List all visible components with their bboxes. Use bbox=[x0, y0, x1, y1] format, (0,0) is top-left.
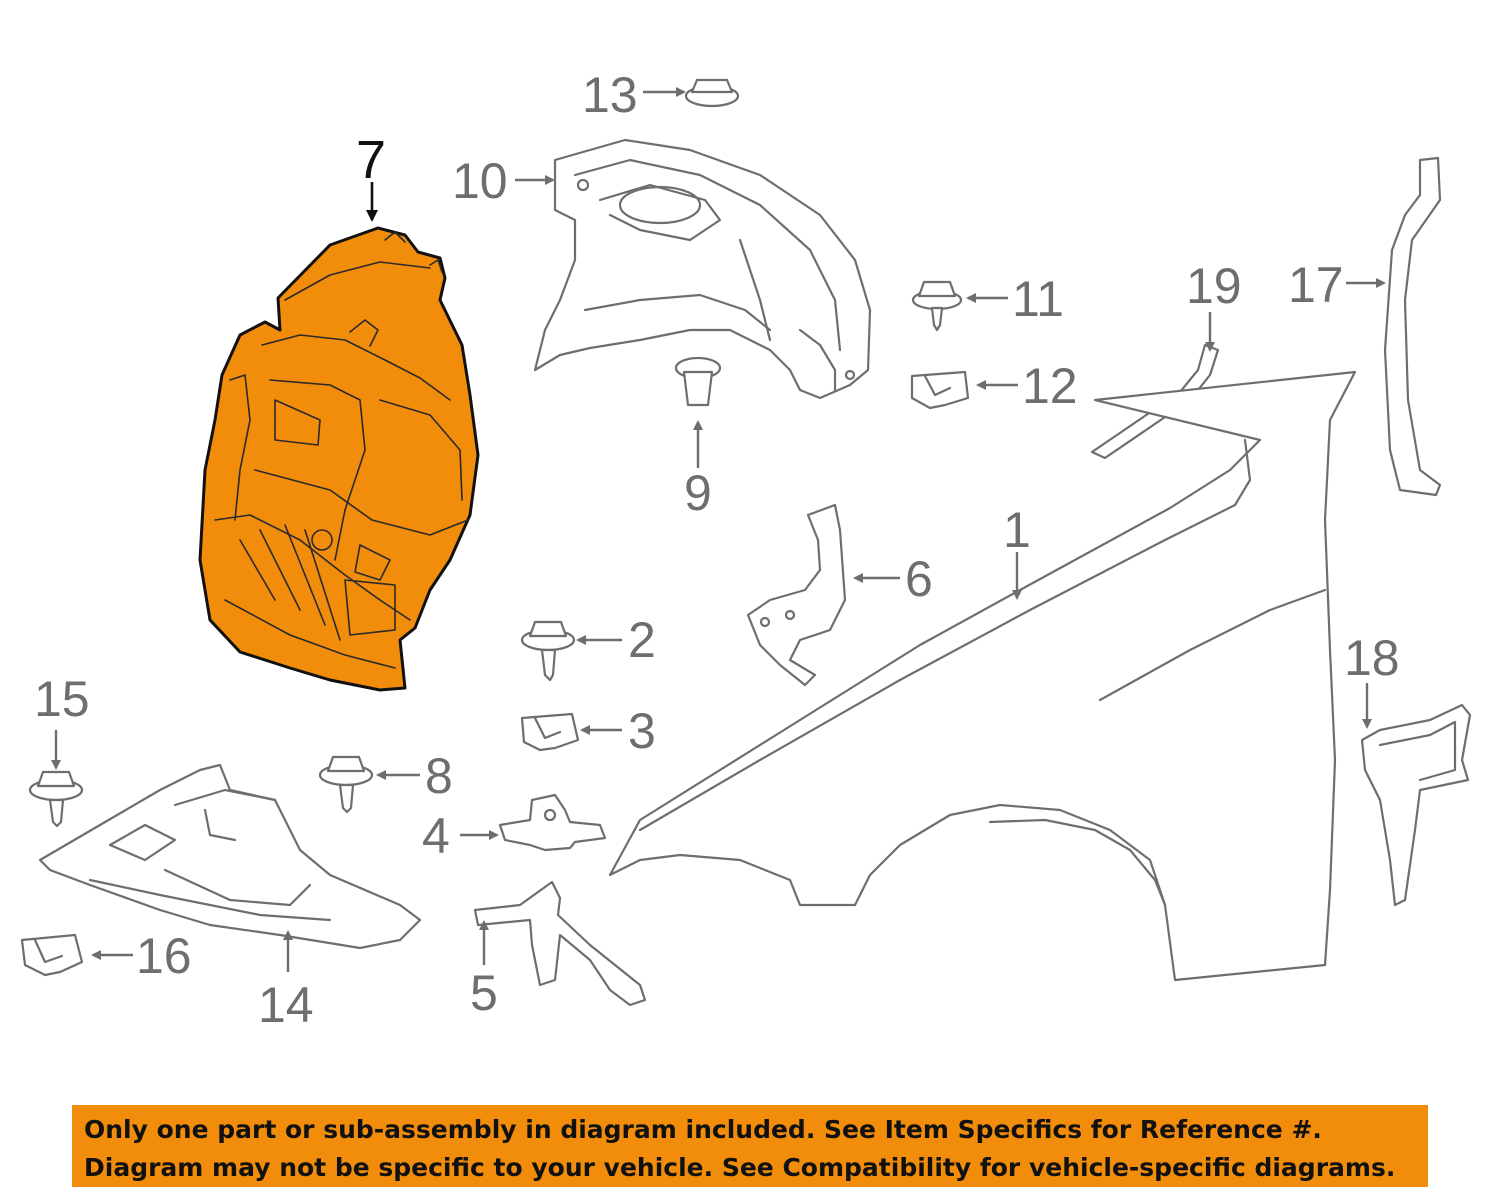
part-15-bolt[interactable] bbox=[28, 770, 84, 828]
disclaimer-line-1: Only one part or sub-assembly in diagram… bbox=[84, 1115, 1322, 1144]
disclaimer-line-2: Diagram may not be specific to your vehi… bbox=[84, 1153, 1396, 1182]
callout-3: 3 bbox=[628, 703, 656, 759]
part-18-bracket[interactable] bbox=[1360, 703, 1472, 907]
part-12-clip[interactable] bbox=[910, 370, 970, 410]
callout-6: 6 bbox=[905, 551, 933, 607]
callout-16: 16 bbox=[136, 928, 192, 984]
callout-1: 1 bbox=[1003, 502, 1031, 558]
callout-17: 17 bbox=[1288, 257, 1344, 313]
callout-arrows bbox=[51, 87, 1386, 972]
callout-2: 2 bbox=[628, 612, 656, 668]
callout-12: 12 bbox=[1022, 358, 1078, 414]
part-10-splash-shield[interactable] bbox=[533, 138, 872, 400]
part-3-clip[interactable] bbox=[520, 712, 580, 752]
part-13-nut[interactable] bbox=[684, 78, 740, 108]
part-11-bolt[interactable] bbox=[911, 280, 963, 332]
disclaimer-banner: Only one part or sub-assembly in diagram… bbox=[72, 1105, 1428, 1187]
callout-5: 5 bbox=[470, 965, 498, 1021]
callout-8: 8 bbox=[425, 748, 453, 804]
callout-14: 14 bbox=[258, 977, 314, 1033]
callout-15: 15 bbox=[34, 671, 90, 727]
callout-18: 18 bbox=[1344, 630, 1400, 686]
callout-11: 11 bbox=[1012, 271, 1064, 327]
part-8-bolt[interactable] bbox=[318, 755, 374, 814]
part-4-nut-plate[interactable] bbox=[498, 793, 607, 852]
part-7-fender-liner[interactable] bbox=[198, 226, 480, 692]
callout-4: 4 bbox=[422, 808, 450, 864]
callout-10: 10 bbox=[452, 153, 508, 209]
callout-13: 13 bbox=[582, 67, 638, 123]
callout-labels: 7 1 2 3 4 5 6 8 9 10 11 12 13 14 15 16 1… bbox=[34, 67, 1400, 1033]
part-2-bolt[interactable] bbox=[520, 620, 576, 682]
part-6-bracket[interactable] bbox=[746, 503, 847, 687]
part-9-grommet[interactable] bbox=[674, 356, 722, 407]
part-1-fender[interactable] bbox=[608, 370, 1357, 982]
parts-diagram: 7 1 2 3 4 5 6 8 9 10 11 12 13 14 15 16 1… bbox=[20, 67, 1472, 1033]
callout-9: 9 bbox=[684, 465, 712, 521]
part-16-clip[interactable] bbox=[20, 933, 84, 977]
callout-7: 7 bbox=[356, 130, 386, 190]
part-17-seal[interactable] bbox=[1383, 156, 1442, 497]
part-14-lower-cover[interactable] bbox=[38, 763, 422, 950]
part-5-bracket[interactable] bbox=[473, 880, 647, 1007]
part-19-strip[interactable] bbox=[1090, 343, 1220, 460]
callout-19: 19 bbox=[1186, 258, 1242, 314]
